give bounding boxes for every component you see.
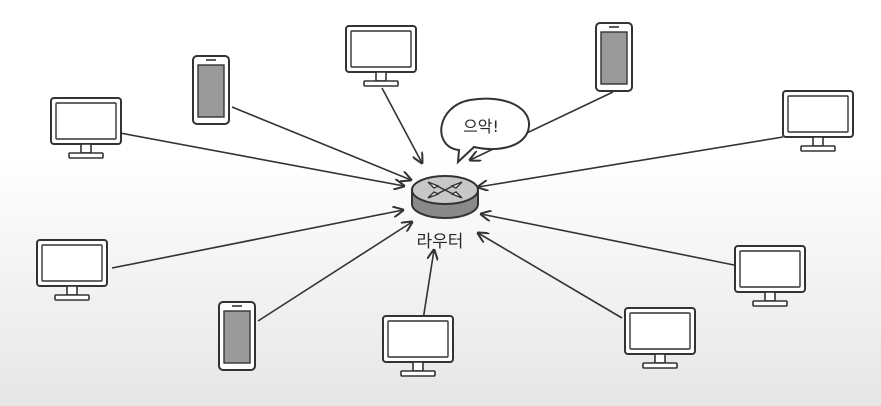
connection-arrow — [257, 222, 412, 322]
speech-bubble: 으악! — [440, 97, 531, 165]
speech-text: 으악! — [463, 117, 499, 136]
router: 라우터 — [411, 175, 479, 252]
connection-arrow — [111, 210, 403, 269]
phone-icon — [595, 22, 633, 92]
router-icon — [411, 175, 479, 219]
connection-arrow — [422, 250, 434, 321]
monitor-icon — [50, 97, 122, 159]
monitor-icon — [345, 25, 417, 87]
monitor-icon — [36, 239, 108, 301]
connection-arrow — [231, 106, 411, 180]
monitor-icon — [782, 90, 854, 152]
monitor-icon — [734, 245, 806, 307]
monitor-icon — [382, 315, 454, 377]
connection-arrow — [478, 233, 623, 319]
devices — [36, 22, 854, 377]
monitor-icon — [624, 307, 696, 369]
phone-icon — [218, 301, 256, 371]
phone-icon — [192, 55, 230, 125]
connection-arrow — [381, 87, 422, 163]
router-label: 라우터 — [417, 232, 464, 252]
connection-arrows — [111, 87, 784, 322]
connection-arrow — [478, 136, 784, 187]
connection-arrow — [481, 214, 735, 266]
connection-arrow — [119, 132, 404, 186]
